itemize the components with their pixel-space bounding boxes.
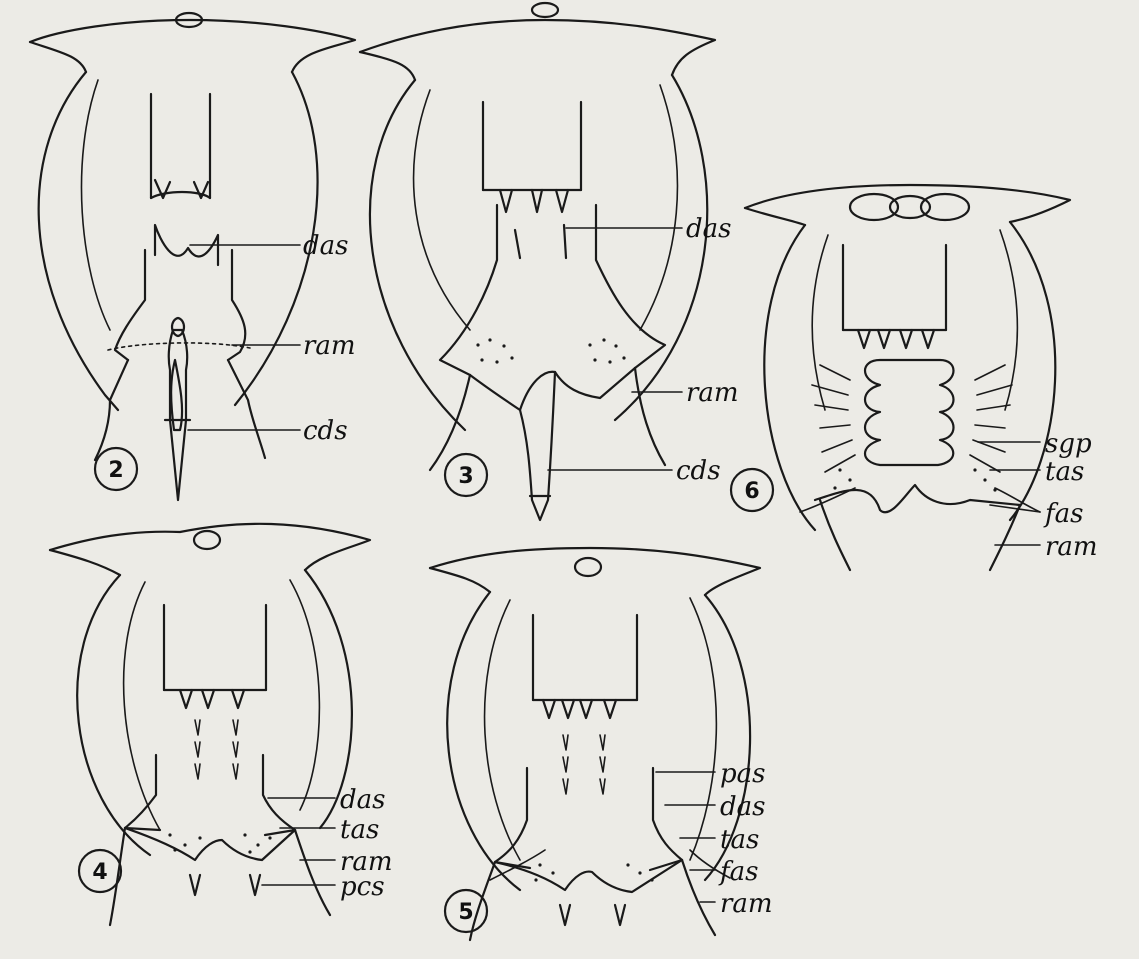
- figure-5-number: 5: [458, 900, 473, 925]
- figure-3-label-cds: cds: [676, 456, 721, 486]
- figure-2-label-das: das: [303, 231, 349, 261]
- figure-4-number: 4: [92, 860, 107, 885]
- figure-3-label-das: das: [686, 214, 732, 244]
- figure-6-number: 6: [744, 479, 759, 504]
- figure-2-label-cds: cds: [303, 416, 348, 446]
- figure-3-drawing: [360, 3, 715, 520]
- figure-4-label-tas: tas: [340, 815, 379, 845]
- figure-5-label-ram: ram: [720, 889, 773, 919]
- figure-5-label-das: das: [720, 792, 766, 822]
- figure-3-label-ram: ram: [686, 378, 739, 408]
- figure-4-label-pcs: pcs: [340, 872, 385, 902]
- figure-6-label-tas: tas: [1045, 457, 1084, 487]
- figure-2-number: 2: [108, 458, 123, 483]
- figure-6-label-sgp: sgp: [1045, 429, 1092, 459]
- figure-6-label-fas: fas: [1043, 499, 1083, 529]
- figure-5-label-pas: pas: [720, 759, 766, 789]
- figure-5-drawing: [430, 548, 760, 940]
- figure-6-label-ram: ram: [1045, 532, 1098, 562]
- figure-4-label-das: das: [340, 785, 386, 815]
- figure-2-label-ram: ram: [303, 331, 356, 361]
- figure-5-label-fas: fas: [718, 857, 758, 887]
- figure-3-number: 3: [458, 464, 473, 489]
- figure-5-label-tas: tas: [720, 825, 759, 855]
- figure-6-drawing: [731, 185, 1070, 570]
